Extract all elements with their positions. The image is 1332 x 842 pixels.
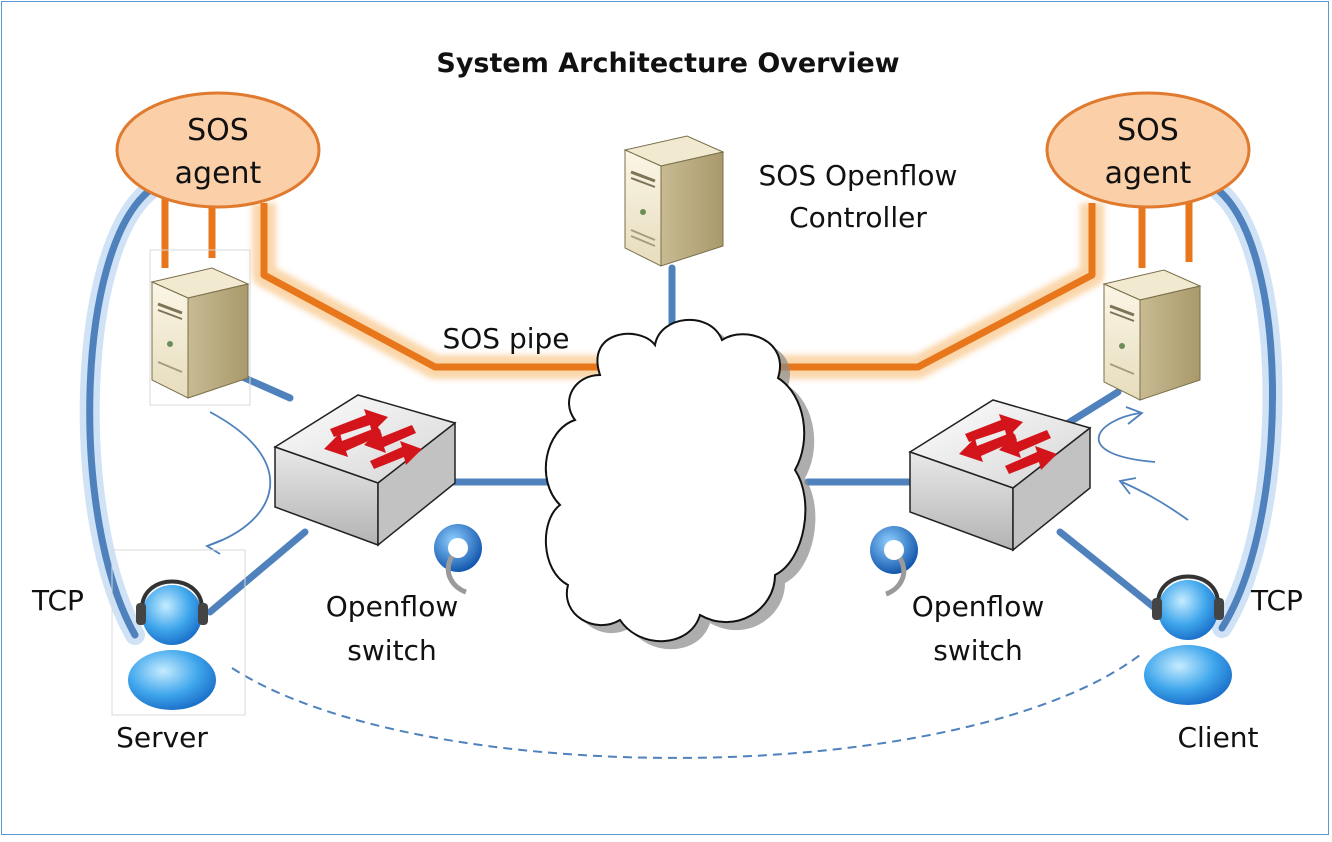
right-host-server-tower-icon bbox=[1102, 269, 1202, 401]
left-sos-agent-line1: SOS bbox=[187, 113, 249, 148]
tcp-link-right bbox=[1208, 180, 1283, 638]
right-switch-label-line1: Openflow bbox=[912, 590, 1044, 623]
left-sos-agent: SOS agent bbox=[115, 91, 321, 209]
right-sos-agent-line2: agent bbox=[1105, 156, 1192, 191]
left-switch-label-line1: Openflow bbox=[326, 590, 458, 623]
diagram-title: System Architecture Overview bbox=[436, 48, 899, 79]
controller-label-line1: SOS Openflow bbox=[759, 159, 958, 192]
network-cloud-icon bbox=[544, 318, 816, 650]
flow-arrows bbox=[205, 406, 1189, 555]
client-user-avatar-icon bbox=[1144, 574, 1232, 705]
controller-server-tower-icon bbox=[623, 135, 725, 267]
tcp-right-label: TCP bbox=[1250, 584, 1303, 617]
left-switch-label-line2: switch bbox=[347, 634, 436, 667]
server-user-avatar-icon bbox=[111, 549, 246, 716]
left-openflow-logo-icon bbox=[434, 524, 482, 595]
server-label: Server bbox=[116, 721, 208, 754]
left-sos-agent-line2: agent bbox=[175, 156, 262, 191]
right-openflow-switch-icon bbox=[908, 399, 1092, 552]
right-sos-agent: SOS agent bbox=[1045, 91, 1251, 209]
controller-label-line2: Controller bbox=[789, 201, 927, 234]
right-switch-label-line2: switch bbox=[933, 634, 1022, 667]
tcp-link-left bbox=[79, 180, 160, 645]
network-links bbox=[206, 264, 1159, 616]
end-to-end-dashed-link bbox=[231, 654, 1141, 759]
client-label: Client bbox=[1177, 721, 1258, 754]
sos-pipe-label: SOS pipe bbox=[442, 322, 569, 355]
right-openflow-logo-icon bbox=[870, 526, 918, 597]
left-host-server-tower-icon bbox=[149, 249, 251, 406]
agent-connectors bbox=[161, 195, 1193, 268]
right-sos-agent-line1: SOS bbox=[1117, 113, 1179, 148]
left-openflow-switch-icon bbox=[273, 394, 457, 547]
tcp-left-label: TCP bbox=[31, 584, 84, 617]
